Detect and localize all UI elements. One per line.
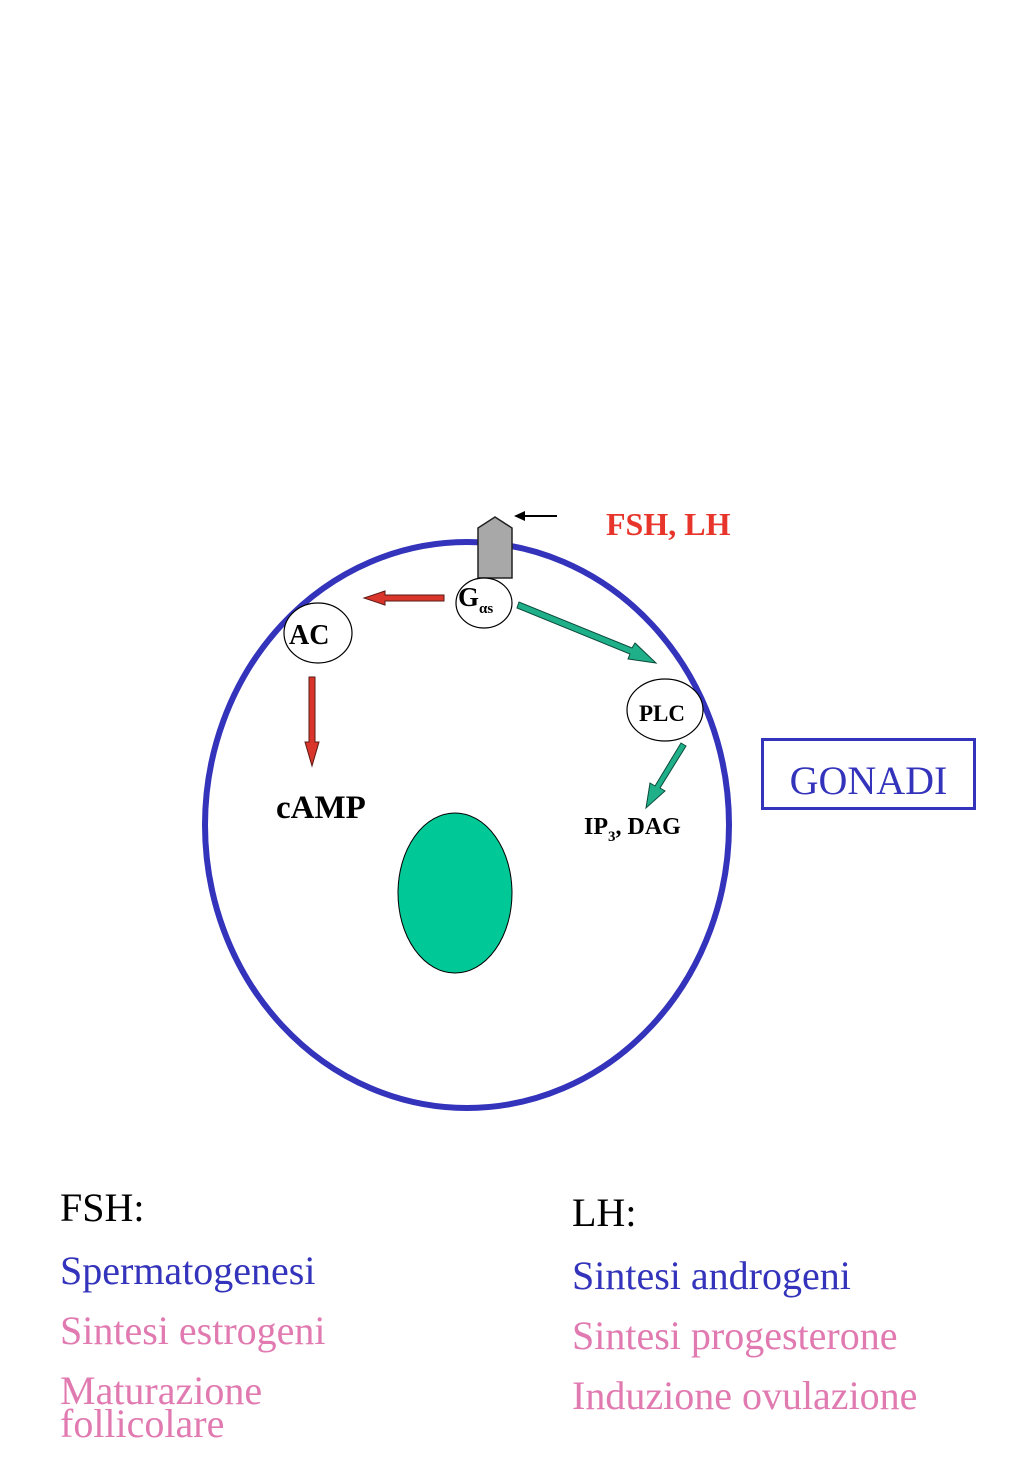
teal-arrow-plc-to-ip3 <box>645 742 687 810</box>
ip3-subscript: 3 <box>608 829 616 845</box>
fsh-item-maturazione: Maturazione <box>60 1368 263 1413</box>
fsh-heading: FSH: <box>60 1185 145 1230</box>
dag-text: , DAG <box>615 814 681 840</box>
lh-effects-list: LH: Sintesi androgeni Sintesi progestero… <box>572 1193 1012 1423</box>
receptor-shape <box>477 516 513 579</box>
g-alpha-s-node <box>455 577 513 629</box>
fsh-item-follicolare: follicolare <box>60 1401 225 1446</box>
lh-item-induzione-ovulazione: Induzione ovulazione <box>572 1373 918 1418</box>
hormone-label: FSH, LH <box>606 506 731 542</box>
plc-node <box>626 678 704 742</box>
red-arrow-g-to-ac <box>362 590 445 606</box>
gonadi-label: GONADI <box>789 758 948 803</box>
red-arrow-ac-to-camp <box>304 676 320 768</box>
plc-label: PLC <box>639 701 685 726</box>
hormone-binding-arrowhead <box>514 511 525 521</box>
ac-label: AC <box>289 620 330 651</box>
ac-node <box>283 602 353 664</box>
lh-heading: LH: <box>572 1190 637 1235</box>
ip3-dag-label: IP3, DAG <box>584 814 681 845</box>
lh-item-sintesi-androgeni: Sintesi androgeni <box>572 1253 851 1298</box>
camp-label: cAMP <box>276 790 366 826</box>
nucleus <box>397 812 513 974</box>
cell-membrane <box>202 539 732 1111</box>
g-subscript: αs <box>479 601 494 617</box>
lh-item-sintesi-progesterone: Sintesi progesterone <box>572 1313 898 1358</box>
fsh-effects-list: FSH: Spermatogenesi Sintesi estrogeni Ma… <box>60 1188 500 1448</box>
fsh-item-sintesi-estrogeni: Sintesi estrogeni <box>60 1308 326 1353</box>
g-main-text: G <box>458 582 480 612</box>
ip-text: IP <box>584 814 608 840</box>
teal-arrow-g-to-plc <box>516 601 658 664</box>
g-alpha-s-label: Gαs <box>458 582 493 617</box>
gonadi-box: GONADI <box>761 738 976 810</box>
fsh-item-spermatogenesi: Spermatogenesi <box>60 1248 316 1293</box>
